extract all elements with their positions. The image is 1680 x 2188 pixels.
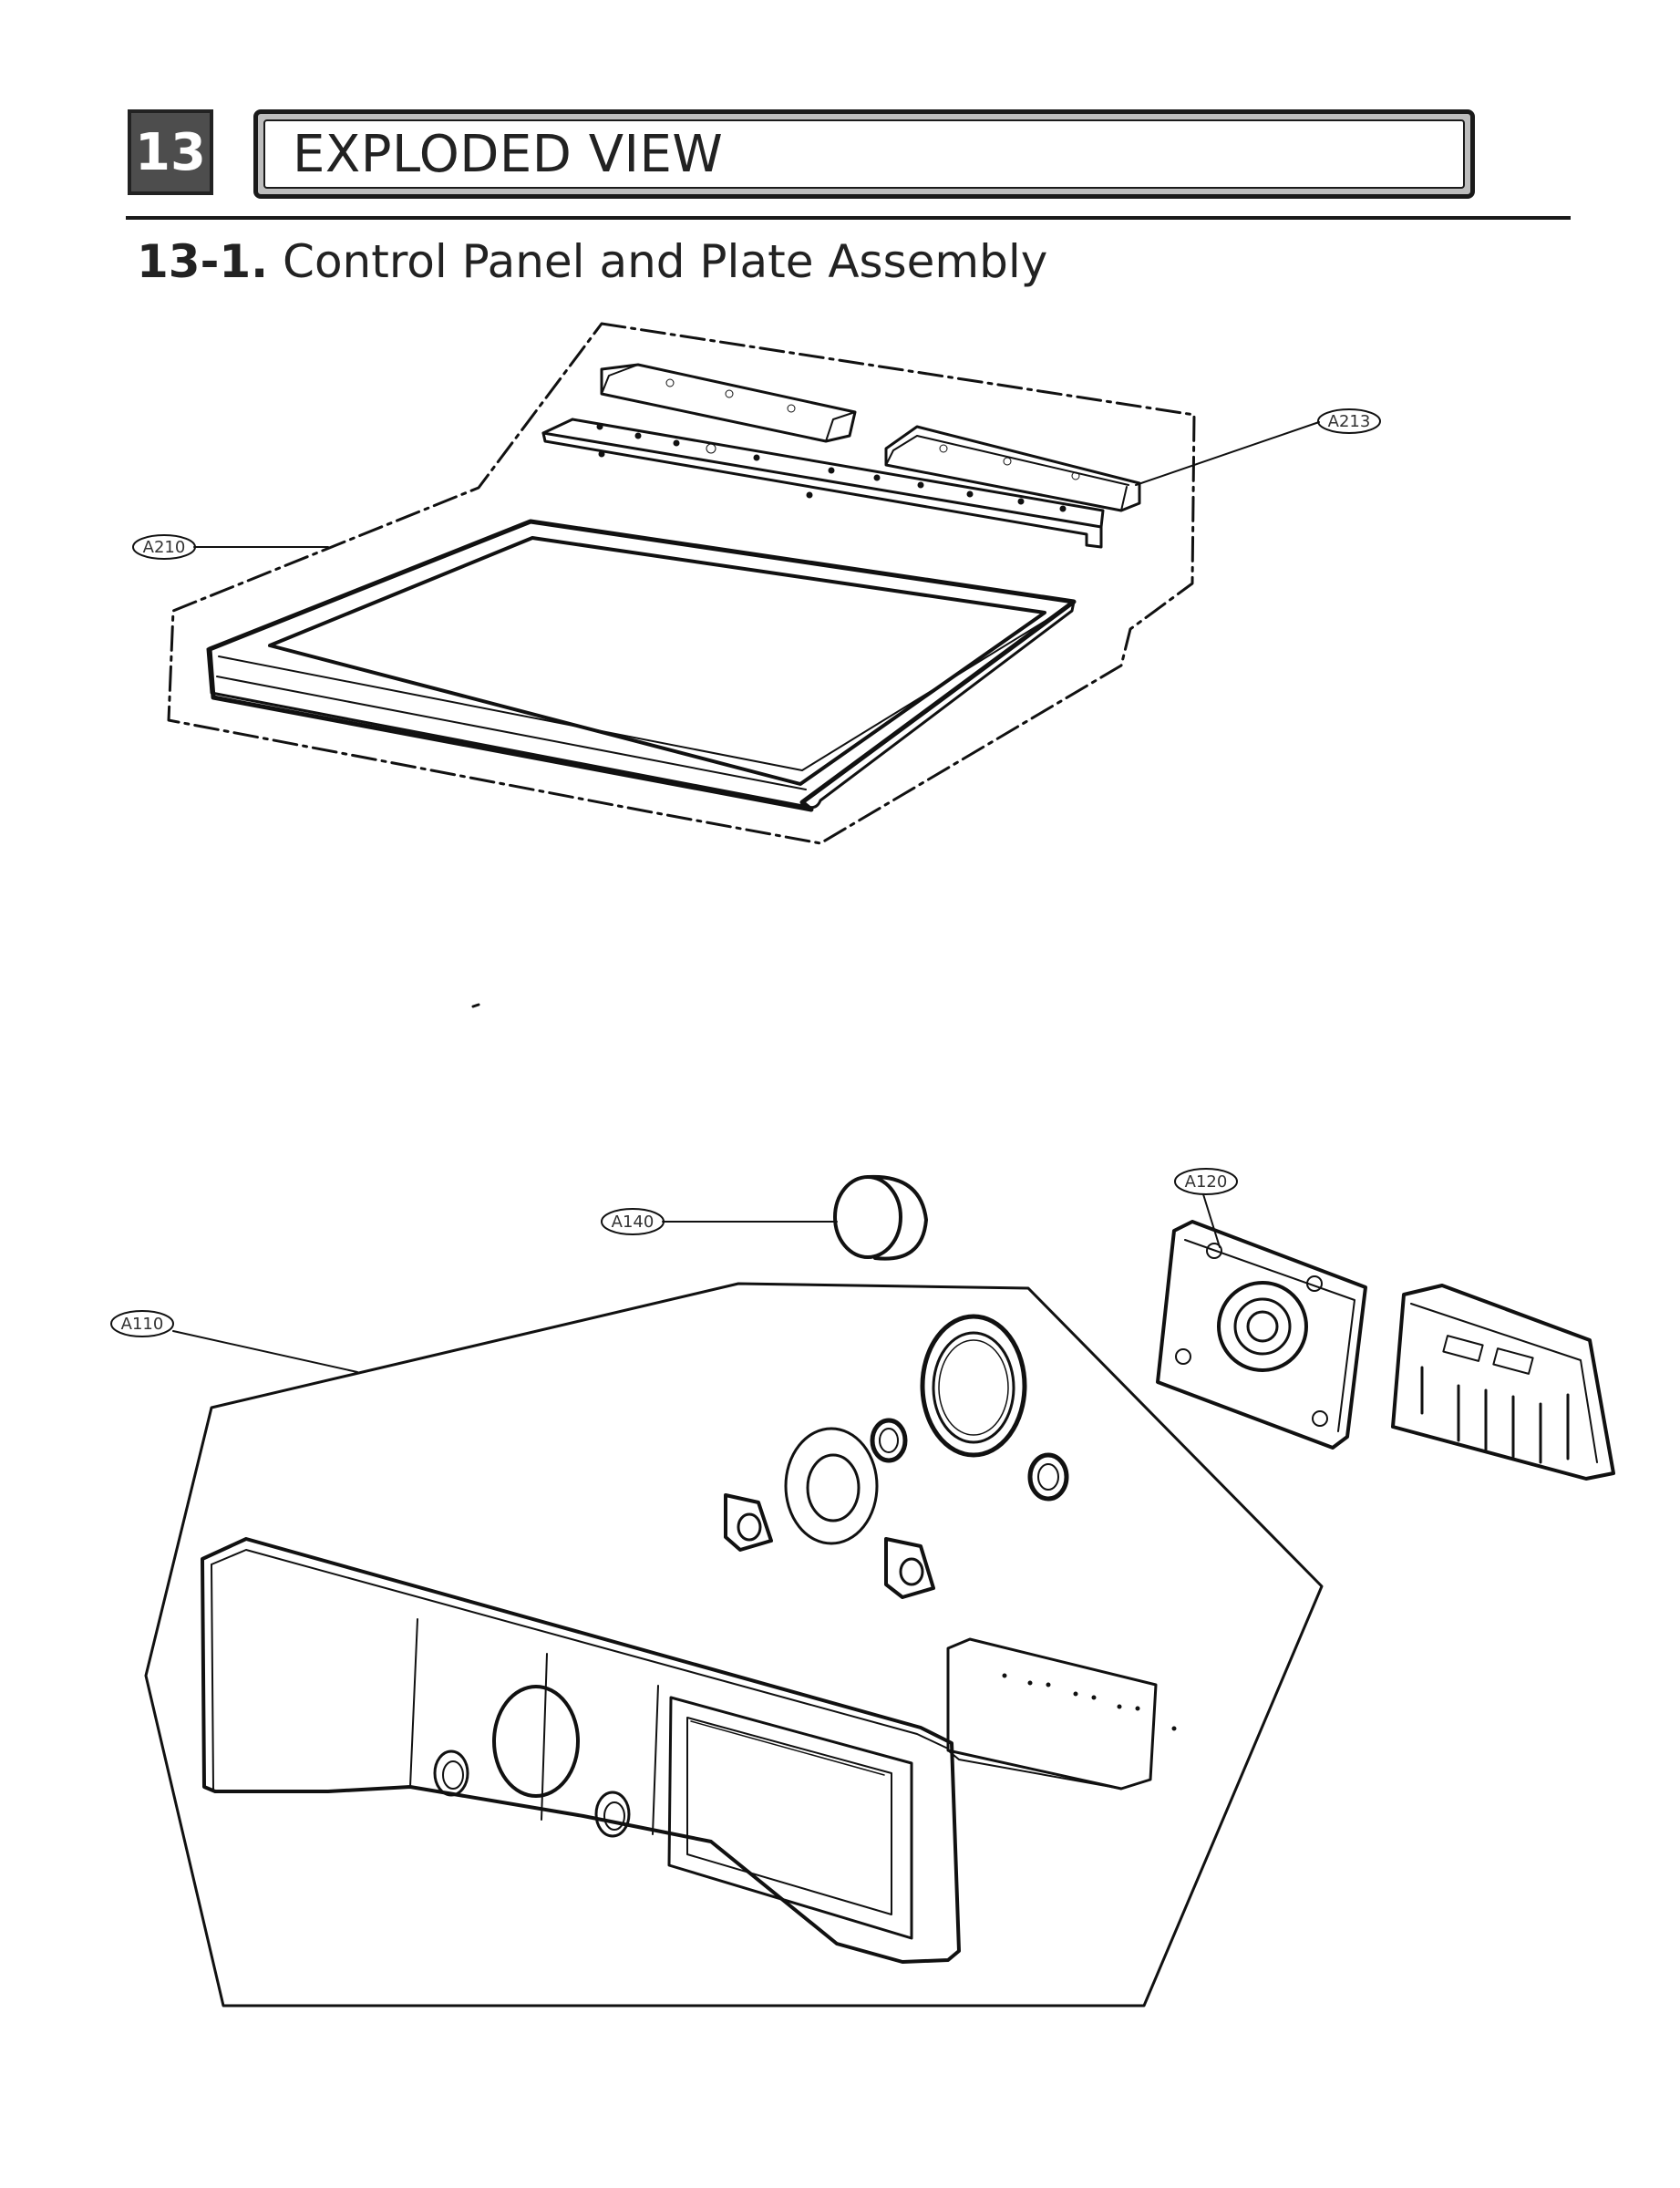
assembly-boundary-line bbox=[167, 322, 1196, 845]
subsection-number: 13-1. bbox=[137, 235, 269, 288]
header-divider bbox=[126, 216, 1571, 220]
panel-group-boundary bbox=[144, 1282, 1324, 2007]
callout-bubble bbox=[601, 1208, 665, 1235]
section-number: 13 bbox=[135, 122, 206, 182]
dial-ring bbox=[920, 1314, 1027, 1458]
control-panel-group bbox=[110, 1168, 1615, 2007]
left-end-cap bbox=[600, 363, 857, 443]
mounting-rail bbox=[541, 418, 1105, 549]
right-end-cap bbox=[884, 425, 1141, 512]
callout-label-a210: A210 bbox=[143, 538, 186, 557]
section-number-badge: 13 bbox=[128, 109, 213, 195]
encoder-bracket bbox=[1156, 1220, 1367, 1450]
control-knob bbox=[833, 1174, 928, 1261]
callout-label-a120: A120 bbox=[1185, 1172, 1228, 1192]
display-board bbox=[946, 1637, 1177, 1791]
control-panel-housing bbox=[201, 1537, 961, 1964]
square-button bbox=[884, 1537, 935, 1599]
main-pcb bbox=[1391, 1284, 1615, 1481]
subsection-title: Control Panel and Plate Assembly bbox=[283, 235, 1048, 288]
callout-bubble bbox=[1317, 408, 1381, 434]
plate-assembly-group bbox=[132, 322, 1381, 845]
callout-bubble bbox=[110, 1310, 174, 1337]
callout-label-a213: A213 bbox=[1328, 412, 1371, 431]
button-cap bbox=[1027, 1452, 1069, 1502]
callout-label-a110: A110 bbox=[121, 1315, 164, 1334]
top-plate bbox=[206, 519, 1077, 812]
subsection-heading: 13-1. Control Panel and Plate Assembly bbox=[137, 235, 1047, 288]
callout-bubble bbox=[1174, 1168, 1238, 1195]
section-title: EXPLODED VIEW bbox=[293, 124, 724, 184]
button-cap bbox=[870, 1418, 908, 1463]
callout-bubble bbox=[132, 534, 196, 560]
callout-label-a140: A140 bbox=[612, 1213, 654, 1232]
dial-bezel bbox=[784, 1427, 879, 1545]
section-title-box: EXPLODED VIEW bbox=[253, 109, 1475, 199]
square-button bbox=[724, 1493, 773, 1552]
